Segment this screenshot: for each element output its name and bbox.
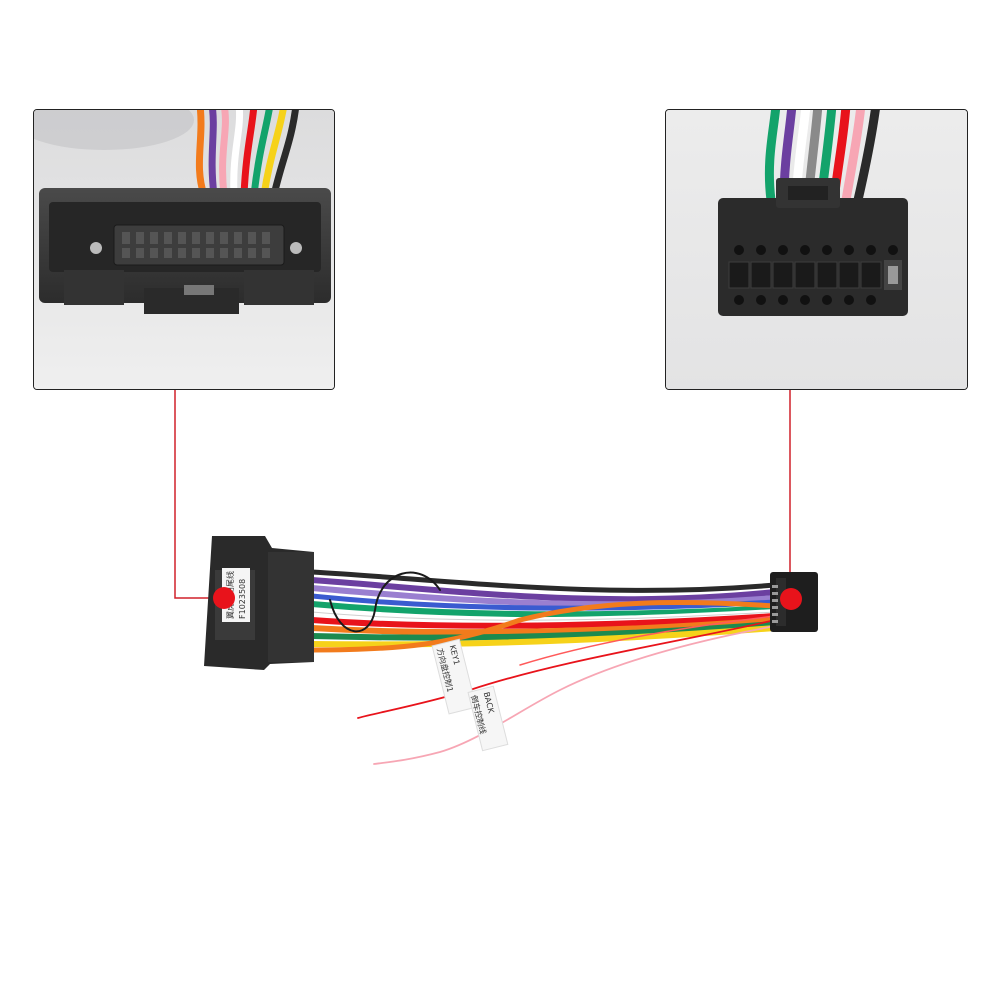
connector-pin-holes	[728, 245, 902, 305]
vehicle-connector-closeup	[33, 109, 335, 390]
left-callout-line	[174, 390, 222, 599]
radio-connector-closeup	[665, 109, 968, 390]
right-callout-marker	[780, 588, 802, 610]
vehicle-connector-photo	[34, 110, 334, 389]
wire-bundle	[309, 569, 778, 765]
wire-tag-back: BACK 倒车控制线	[467, 685, 509, 752]
radio-connector-photo	[666, 110, 967, 389]
callout-lines	[174, 390, 791, 599]
connector-tag-line2: F1023508	[238, 579, 247, 619]
wire-tag-key1: KEY1 方向盘控制1	[431, 638, 477, 715]
left-callout-marker	[213, 587, 235, 609]
connector-pins	[122, 232, 270, 258]
